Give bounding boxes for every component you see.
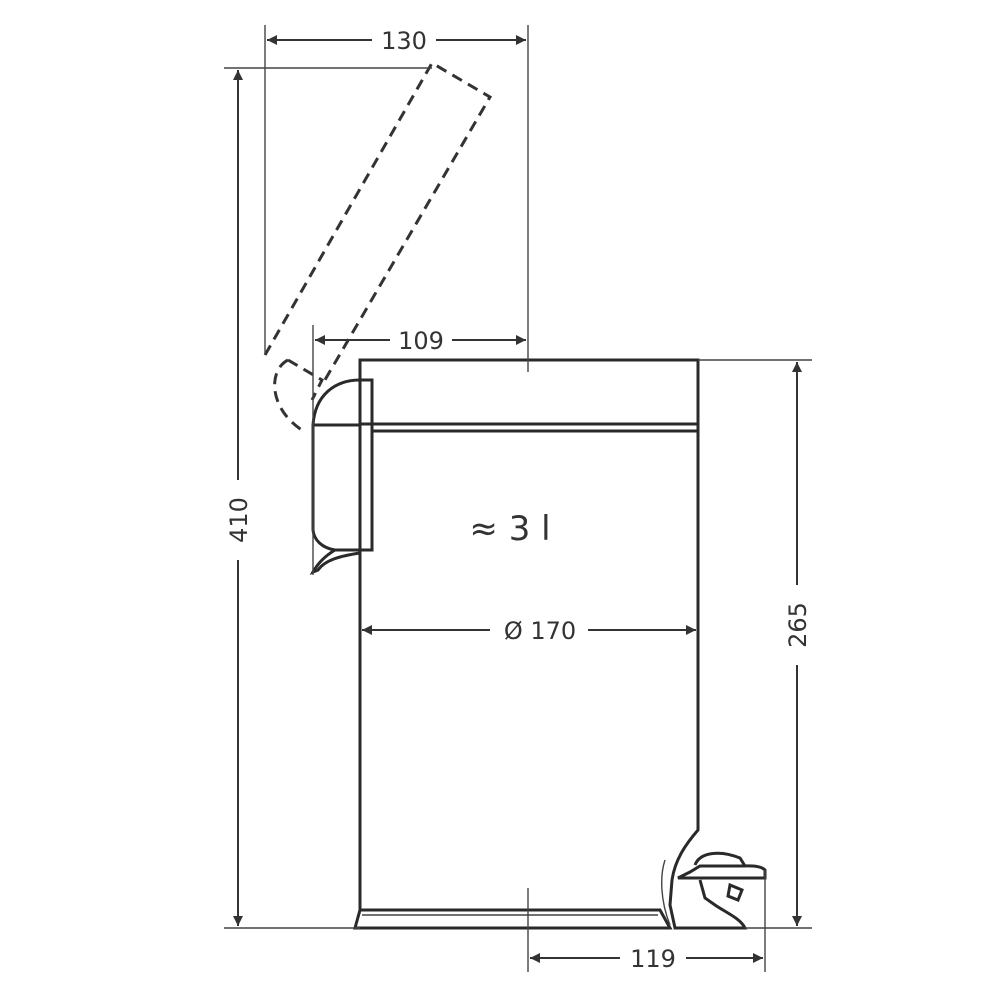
- bin-body: [353, 358, 700, 930]
- lid-handle: [309, 378, 374, 575]
- dimension-open-height: 410: [224, 67, 432, 929]
- pedal: [661, 822, 767, 930]
- capacity-label: ≈ 3 l: [469, 509, 550, 549]
- dimension-lid-offset: 109: [312, 325, 526, 425]
- open-lid-outline: [263, 60, 493, 434]
- dimension-label-265: 265: [784, 602, 812, 648]
- dimension-pedal-depth: 119: [527, 870, 766, 973]
- dimension-label-119: 119: [630, 945, 676, 973]
- dimension-open-width: 130: [264, 25, 529, 372]
- dimension-label-410: 410: [225, 497, 253, 543]
- dimension-label-130: 130: [381, 27, 427, 55]
- dimension-label-diameter: Ø 170: [504, 617, 576, 645]
- dimension-label-109: 109: [398, 327, 444, 355]
- dimension-body-height: 265: [698, 359, 812, 929]
- dimension-diameter: Ø 170: [362, 617, 696, 645]
